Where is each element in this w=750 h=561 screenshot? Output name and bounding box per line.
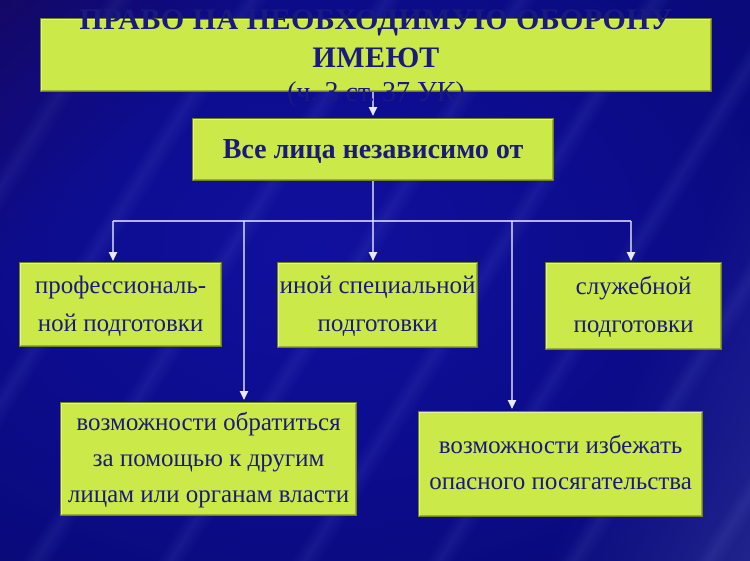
branch-professional-line-2: ной подготовки [37, 309, 204, 337]
branch-special-box: иной специальной подготовки [277, 262, 478, 348]
leaf-seek-help-line-3: лицам или органам власти [67, 481, 350, 508]
leaf-seek-help-box: возможности обратиться за помощью к друг… [60, 402, 357, 516]
title-line-2: (ч. 3 ст. 37 УК) [287, 77, 465, 108]
leaf-seek-help-line-2: за помощью к другим [92, 445, 325, 472]
title-box: ПРАВО НА НЕОБХОДИМУЮ ОБОРОНУ ИМЕЮТ (ч. 3… [40, 3, 712, 108]
branch-special-line-1: иной специальной [279, 272, 476, 299]
title-line-1: ПРАВО НА НЕОБХОДИМУЮ ОБОРОНУ ИМЕЮТ [79, 3, 673, 74]
branch-professional-box: профессиональ- ной подготовки [19, 262, 222, 347]
branch-service-line-1: служебной [575, 273, 692, 300]
leaf-avoid-line-1: возможности избежать [438, 432, 683, 459]
leaf-avoid-line-2: опасного посягательства [429, 468, 692, 495]
branch-professional-line-1: профессиональ- [34, 271, 207, 299]
branch-service-box: служебной подготовки [545, 262, 722, 350]
branch-special-line-2: подготовки [317, 310, 438, 337]
branch-service-line-2: подготовки [573, 311, 694, 338]
leaf-seek-help-line-1: возможности обратиться [76, 409, 341, 436]
root-box: Все лица независимо от [192, 118, 554, 181]
root-label: Все лица независимо от [222, 133, 524, 165]
leaf-avoid-box: возможности избежать опасного посягатель… [418, 411, 703, 517]
